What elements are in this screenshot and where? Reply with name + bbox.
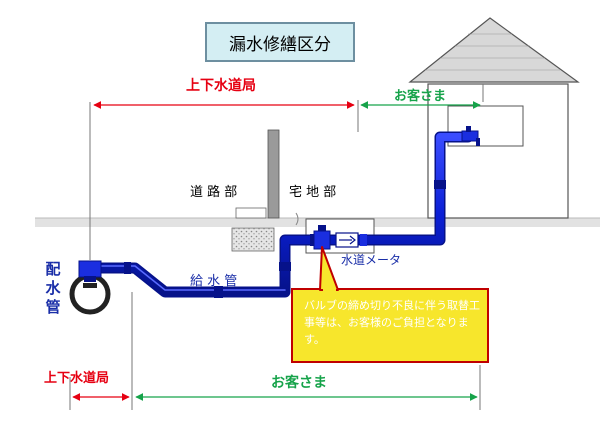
top-bureau-label: 上下水道局 (186, 78, 256, 94)
stop-plug (295, 212, 299, 226)
title-box: 漏水修繕区分 (205, 22, 355, 62)
distribution-main (69, 260, 111, 315)
main-pipe-label: 配水管 (45, 260, 61, 316)
faucet-icon (461, 126, 480, 146)
wall-foundation (231, 227, 275, 252)
page-title: 漏水修繕区分 (229, 34, 331, 55)
callout-text: バルブの締め切り不良に伴う取替工事等は、お客様のご負担となります。 (304, 299, 480, 346)
bottom-bureau-label: 上下水道局 (44, 371, 110, 386)
top-customer-label: お客さま (394, 89, 447, 104)
callout-box (291, 288, 489, 363)
meter-label: 水道メータ (341, 253, 402, 267)
road-area-label: 道 路 部 (190, 185, 238, 200)
supply-pipe-label: 給 水 管 (190, 274, 238, 289)
boundary-wall (267, 129, 280, 219)
bottom-customer-label: お客さま (271, 375, 327, 391)
curb-step (235, 207, 267, 219)
residential-area-label: 宅 地 部 (289, 185, 337, 200)
water-meter (335, 232, 367, 248)
